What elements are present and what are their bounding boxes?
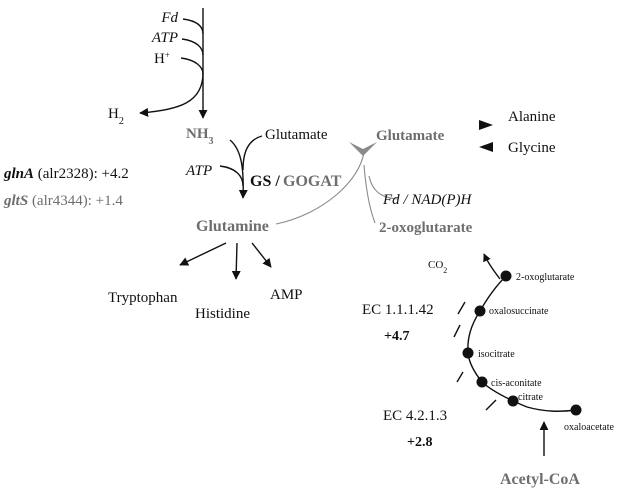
ec-4-2-1-3-label: EC 4.2.1.3 (383, 408, 447, 424)
ec1-tick-upper (457, 301, 466, 315)
tca-cis-aconitate-label: cis-aconitate (491, 378, 542, 389)
gogat-from-oxoglutarate-curve (363, 164, 376, 224)
histidine-label: Histidine (195, 306, 250, 322)
h2-label: H2 (108, 106, 124, 127)
node-cis-aconitate (476, 376, 488, 388)
glts-gene-label: gltS (alr4344): +1.4 (3, 193, 123, 209)
co2-label: CO2 (428, 259, 447, 275)
node-oxalosuccinate (474, 305, 486, 317)
glutamate-right-label: Glutamate (376, 128, 445, 144)
amp-arrow (251, 242, 272, 268)
atp-label: ATP (151, 30, 178, 46)
fd-input-curve (182, 18, 204, 35)
ec1-tick-lower (453, 324, 461, 338)
gs-reaction-arrow (229, 139, 248, 199)
h-plus-label: H+ (154, 50, 170, 67)
glutamine-label: Glutamine (196, 218, 269, 235)
gs-label: GS / (250, 173, 280, 190)
gogat-from-glutamine-curve (275, 151, 365, 225)
node-oxaloacetate (570, 404, 582, 416)
glutamate-left-label: Glutamate (265, 127, 328, 143)
atp-input-curve (181, 38, 204, 56)
tca-isocitrate-label: isocitrate (478, 349, 515, 360)
h2-output-arrow (139, 72, 204, 117)
oxoglutarate-main-label: 2-oxoglutarate (379, 220, 473, 236)
glna-gene-label: glnA (alr2328): +4.2 (3, 166, 129, 182)
glycine-arrowhead (479, 142, 493, 152)
h-plus-input-curve (180, 57, 204, 75)
acetyl-coa-label: Acetyl-CoA (500, 471, 580, 488)
glutamate-to-gs-curve (242, 135, 263, 171)
tca-pathway-line (467, 275, 577, 412)
tca-oxaloacetate-label: oxaloacetate (564, 422, 615, 433)
glycine-label: Glycine (508, 140, 556, 156)
gogat-arrowhead (349, 142, 377, 156)
alanine-label: Alanine (508, 109, 556, 125)
tca-oxalosuccinate-label: oxalosuccinate (489, 306, 549, 317)
co2-release-arrow (483, 253, 501, 280)
amp-label: AMP (270, 287, 303, 303)
tca-2-oxoglutarate-label: 2-oxoglutarate (516, 272, 575, 283)
tca-citrate-label: citrate (518, 392, 544, 403)
node-2-oxoglutarate (500, 270, 512, 282)
node-citrate (507, 395, 519, 407)
ec2-tick-upper (456, 371, 464, 383)
gogat-label: GOGAT (283, 173, 342, 190)
tryptophan-arrow (179, 242, 227, 266)
ec-1-1-1-42-label: EC 1.1.1.42 (362, 302, 434, 318)
node-isocitrate (462, 347, 474, 359)
fd-nadph-label: Fd / NAD(P)H (382, 192, 472, 208)
fd-nadph-curve (368, 175, 399, 200)
ec-4-2-1-3-value: +2.8 (407, 435, 432, 450)
nh3-label: NH3 (186, 126, 214, 147)
histidine-arrow (231, 242, 241, 280)
atp-gs-curve (219, 165, 244, 187)
tryptophan-label: Tryptophan (108, 290, 178, 306)
alanine-arrowhead (479, 120, 493, 130)
atp-gs-label: ATP (185, 163, 212, 179)
ec2-tick-lower (485, 399, 497, 411)
fd-label: Fd (160, 10, 178, 26)
ec-1-1-1-42-value: +4.7 (384, 329, 409, 344)
